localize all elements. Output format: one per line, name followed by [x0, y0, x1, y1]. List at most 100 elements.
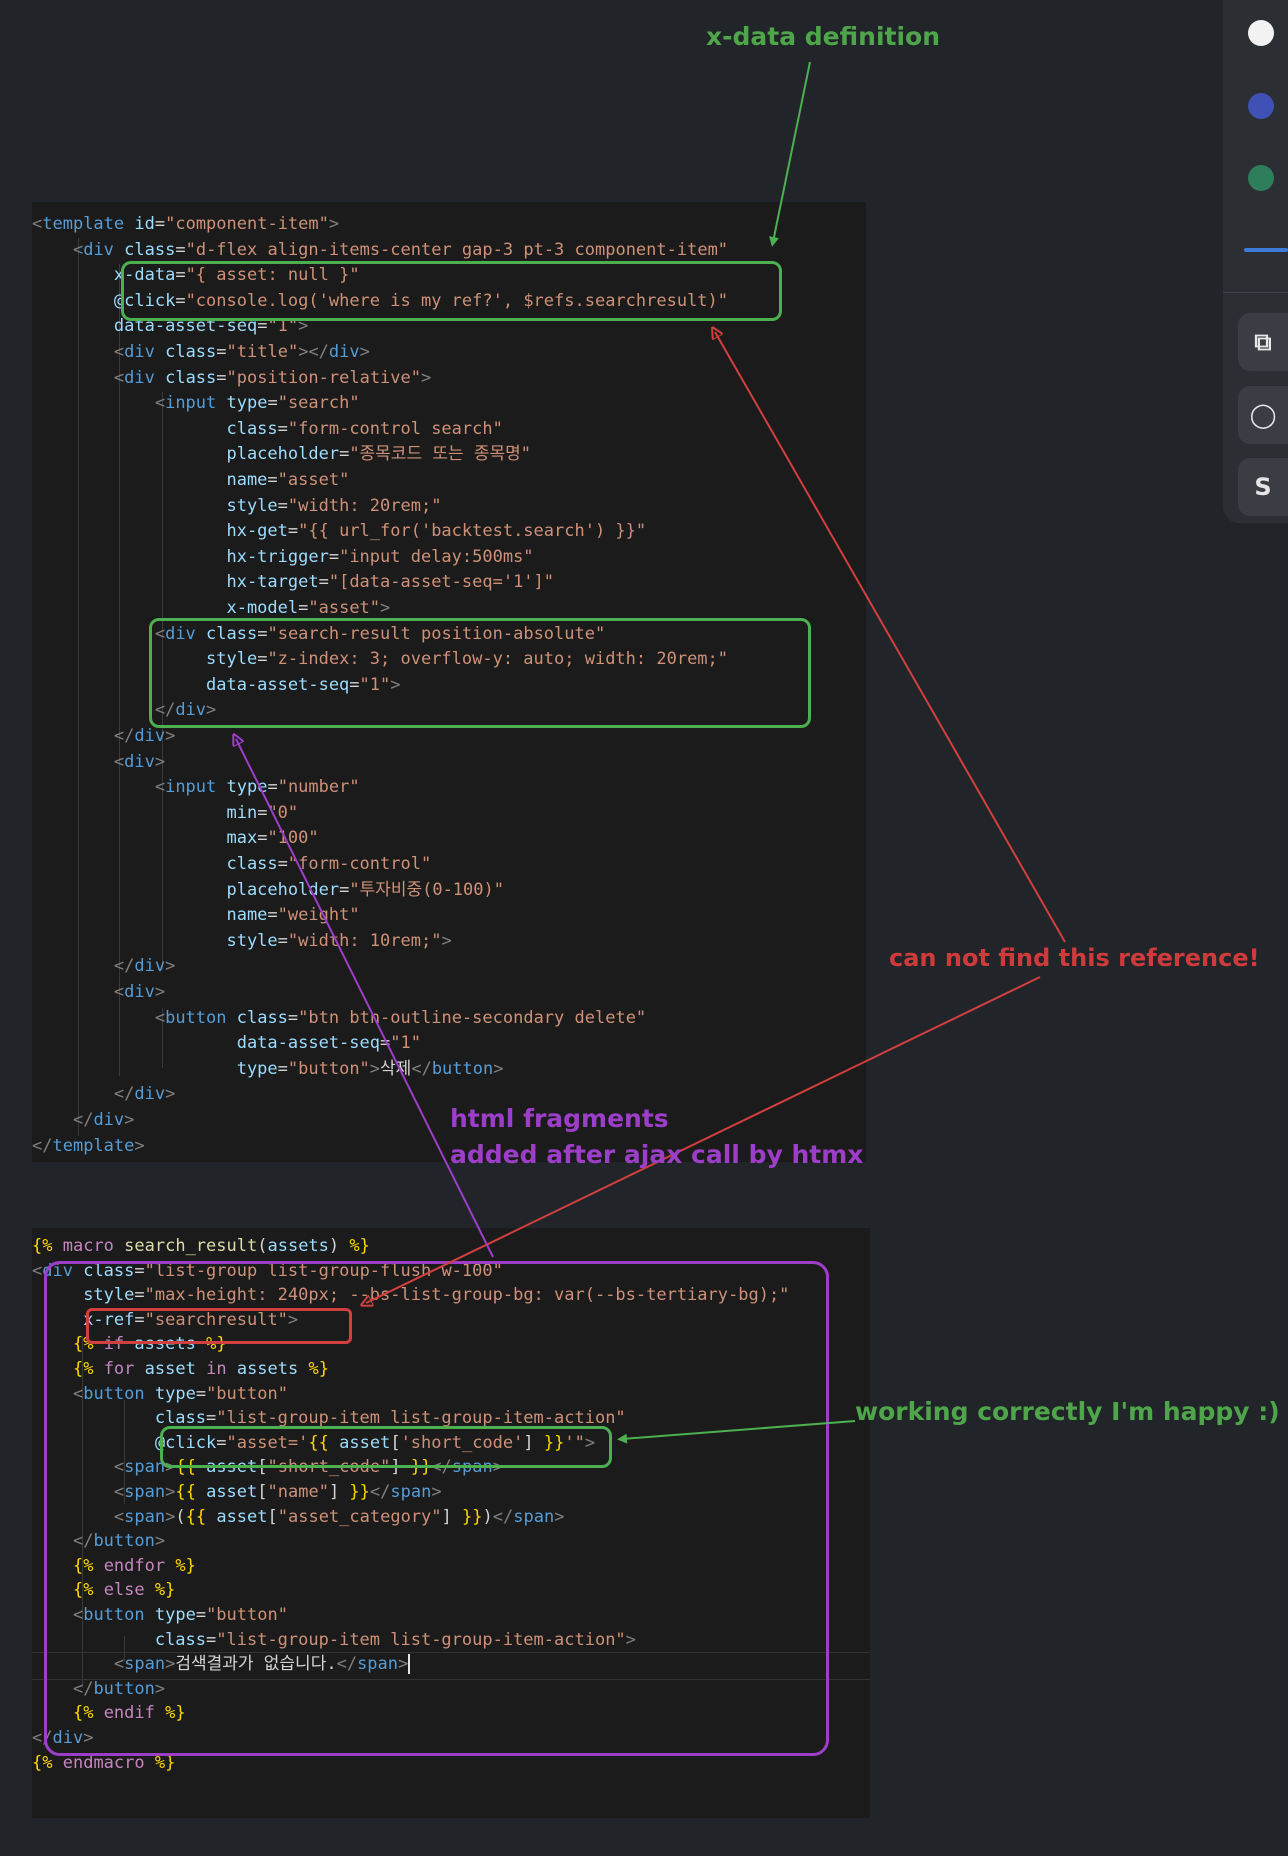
code-token: [: [390, 1432, 401, 1453]
arrow-cannot-find-up: [715, 332, 1066, 943]
code-line: x-model="asset">: [32, 596, 390, 622]
code-token: "종목코드 또는 종목명": [349, 444, 532, 465]
code-line: class="form-control": [32, 852, 431, 878]
code-token: >: [154, 1531, 166, 1552]
code-line: <div>: [32, 750, 165, 776]
code-token: =: [380, 1033, 391, 1054]
code-line: {% endif %}: [32, 1701, 186, 1727]
code-token: search_result: [124, 1236, 258, 1256]
code-line: style="width: 10rem;">: [32, 929, 452, 955]
code-token: min: [226, 802, 258, 823]
code-token: "asset_category": [277, 1506, 442, 1527]
note-working-correctly: working correctly I'm happy :): [855, 1397, 1280, 1426]
code-token: span: [124, 1654, 166, 1675]
code-token: </: [336, 1654, 358, 1675]
copy-icon[interactable]: ⧉: [1238, 313, 1288, 371]
code-token: </: [411, 1058, 432, 1079]
s-tool-button[interactable]: S: [1238, 458, 1288, 516]
code-token: <: [113, 367, 125, 388]
code-token: "asset=': [226, 1432, 309, 1453]
code-token: [: [267, 1506, 278, 1527]
code-line: x-ref="searchresult">: [32, 1308, 298, 1334]
indent-guide: [162, 778, 163, 970]
code-token: endfor: [103, 1555, 166, 1576]
code-token: "list-group list-group-flush w-100": [144, 1260, 503, 1281]
code-token: span: [513, 1506, 555, 1527]
circle-icon[interactable]: ◯: [1238, 386, 1288, 444]
code-token: class: [236, 1007, 288, 1028]
code-token: </: [113, 726, 135, 746]
code-token: %}: [154, 1580, 176, 1601]
code-token: <: [113, 1457, 125, 1478]
code-line: style="z-index: 3; overflow-y: auto; wid…: [32, 647, 728, 673]
code-line: <div class="list-group list-group-flush …: [32, 1259, 503, 1285]
code-token: }}: [543, 1432, 565, 1453]
code-token: "d-flex align-items-center gap-3 pt-3 co…: [185, 239, 729, 260]
code-token: template: [52, 1135, 135, 1156]
code-token: =: [287, 1007, 299, 1028]
color-swatch-blue[interactable]: [1248, 93, 1274, 119]
code-token: div: [93, 1110, 125, 1130]
color-swatch-white[interactable]: [1248, 20, 1274, 46]
code-token: "form-control search": [287, 418, 503, 439]
code-token: "asset": [308, 598, 381, 618]
code-token: "list-group-item list-group-item-action": [216, 1408, 626, 1429]
code-token: for: [103, 1359, 135, 1379]
code-block-template[interactable]: <template id="component-item"> <div clas…: [32, 202, 866, 1162]
code-token: endif: [103, 1703, 155, 1724]
code-token: type: [154, 1605, 196, 1625]
code-token: style: [226, 495, 278, 516]
code-line: placeholder="종목코드 또는 종목명": [32, 442, 531, 468]
code-line: </div>: [32, 1726, 93, 1752]
note-xdata-definition: x-data definition: [706, 22, 941, 51]
code-token: div: [83, 239, 125, 260]
code-token: style: [83, 1285, 135, 1306]
code-token: div: [134, 1084, 166, 1105]
code-token: =: [134, 1309, 145, 1330]
code-token: </: [113, 1084, 135, 1105]
code-token: >: [124, 1110, 135, 1130]
code-token: <: [113, 751, 125, 772]
code-token: =: [267, 905, 278, 926]
code-token: "1": [390, 1033, 421, 1054]
code-token: =: [318, 572, 329, 593]
code-token: }}: [349, 1482, 370, 1502]
code-token: =: [298, 598, 309, 618]
code-token: 삭제: [380, 1058, 412, 1079]
code-token: asset: [216, 1506, 268, 1527]
code-line: hx-target="[data-asset-seq='1']": [32, 570, 554, 596]
code-token: "{ asset: null }": [185, 265, 360, 286]
code-token: asset: [339, 1432, 391, 1453]
code-token: >: [421, 367, 432, 388]
code-token: </: [492, 1506, 514, 1527]
code-token: data-asset-seq: [113, 316, 258, 337]
code-token: style: [206, 649, 258, 670]
code-token: hx-get: [226, 521, 288, 542]
color-swatch-green[interactable]: [1248, 165, 1274, 191]
code-token: =: [267, 777, 278, 798]
code-block-macro[interactable]: {% macro search_result(assets) %}<div cl…: [32, 1228, 870, 1818]
code-token: <: [72, 239, 84, 260]
code-token: button: [83, 1605, 155, 1625]
stroke-width-indicator[interactable]: [1244, 248, 1288, 252]
code-line: </div>: [32, 1082, 175, 1108]
code-token: =: [154, 214, 166, 234]
code-line: @click="console.log('where is my ref?', …: [32, 289, 728, 315]
code-line: name="asset": [32, 468, 349, 494]
code-token: class: [124, 239, 176, 260]
code-line: {% if assets %}: [32, 1332, 227, 1358]
code-token: >: [441, 930, 452, 951]
code-token: macro: [62, 1236, 114, 1256]
code-token: %}: [175, 1555, 196, 1576]
code-token: {{: [308, 1432, 329, 1453]
code-token: =: [257, 649, 268, 670]
code-token: {%: [72, 1580, 94, 1601]
code-token: '": [564, 1432, 585, 1453]
code-line: </div>: [32, 698, 216, 724]
code-token: div: [124, 367, 166, 388]
code-line: </button>: [32, 1529, 165, 1555]
code-token: class: [83, 1260, 135, 1281]
code-line: placeholder="투자비중(0-100)": [32, 878, 504, 904]
code-token: style: [226, 930, 278, 951]
note-cannot-find-reference: can not find this reference!: [889, 944, 1260, 972]
